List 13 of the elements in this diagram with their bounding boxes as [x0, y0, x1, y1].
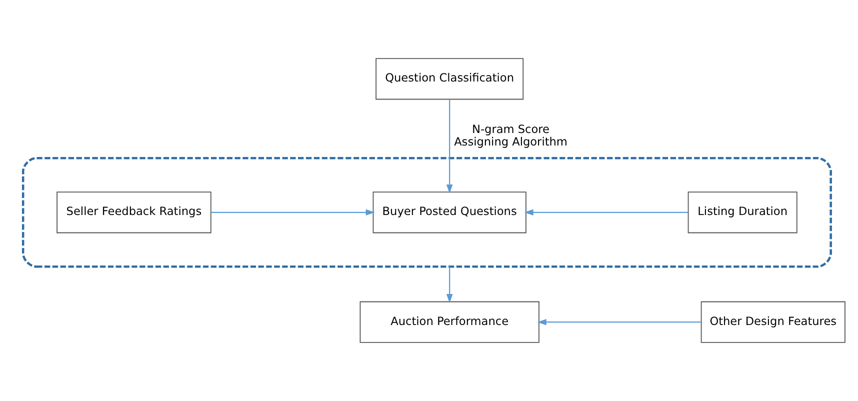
node-box: Auction Performance [359, 301, 539, 343]
arrow [446, 266, 452, 304]
node-box: Other Design Features [700, 301, 845, 343]
node-box: Listing Duration [687, 192, 797, 234]
node-box: Question Classification [375, 58, 524, 100]
arrow [446, 99, 452, 194]
edge-label: N-gram Score Assigning Algorithm [454, 123, 567, 149]
node-box: Seller Feedback Ratings [56, 192, 211, 234]
arrow [536, 318, 700, 326]
arrow [210, 209, 374, 216]
cluster [21, 156, 832, 268]
node-box: Buyer Posted Questions [372, 192, 526, 234]
arrow [524, 209, 688, 216]
